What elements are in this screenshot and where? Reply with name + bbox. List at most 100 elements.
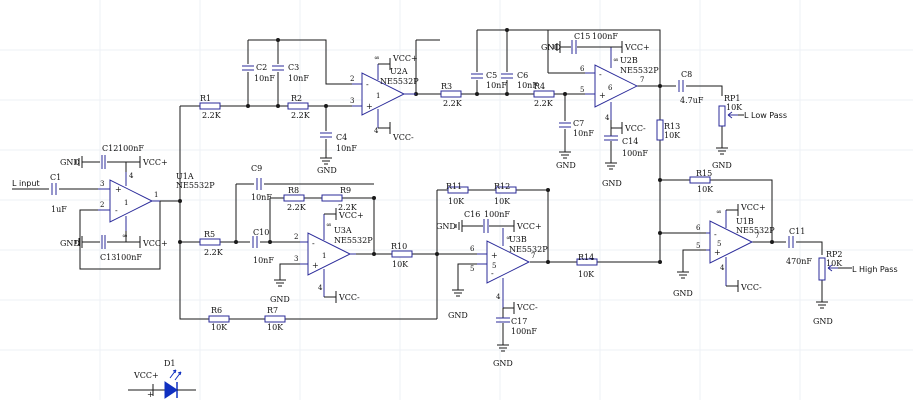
capacitor-c12[interactable]: C12 100nF — [82, 144, 144, 172]
resistor-r15[interactable]: R15 10K — [689, 169, 714, 194]
led-d1[interactable]: D1 + — [128, 359, 196, 399]
potentiometer-rp1[interactable]: RP1 10K — [718, 94, 744, 127]
port-l-input[interactable]: L input — [12, 179, 40, 188]
resistor-r1[interactable]: R1 2.2K — [199, 94, 222, 120]
c6-name: C6 — [517, 71, 528, 80]
capacitor-c6[interactable]: C6 10nF — [501, 71, 538, 90]
vcc-plus-u1b: VCC+ — [740, 203, 766, 212]
resistor-r12[interactable]: R12 10K — [494, 182, 517, 206]
gnd-rp1: GND — [712, 161, 732, 170]
vcc-plus-u1a-low: VCC+ — [142, 239, 168, 248]
capacitor-c13[interactable]: C13 100nF — [82, 231, 142, 262]
capacitor-c10[interactable]: C10 10nF — [252, 228, 274, 265]
u2b-pin-pos: 5 — [580, 86, 584, 94]
c2-name: C2 — [256, 63, 267, 72]
c4-name: C4 — [336, 133, 347, 142]
u1b-pin-neg: 6 — [696, 224, 701, 232]
capacitor-c9[interactable]: C9 10nF — [251, 164, 272, 202]
r14-name: R14 — [578, 253, 594, 262]
u1b-pin-out-inner: 5 — [717, 240, 721, 248]
potentiometer-rp2[interactable]: RP2 10K — [818, 250, 852, 281]
u2a-part: NE5532P — [380, 77, 419, 86]
u2b-pin-dual: ∞ — [613, 56, 619, 64]
u1b-name: U1B — [736, 217, 754, 226]
r1-value: 2.2K — [202, 111, 222, 120]
u2a-pin-pos: 3 — [350, 97, 354, 105]
c7-value: 10nF — [573, 129, 594, 138]
resistor-r7[interactable]: R7 10K — [264, 306, 286, 332]
resistor-r13[interactable]: R13 10K — [656, 119, 681, 141]
u3a-minus-sign: - — [312, 239, 315, 248]
capacitor-c14[interactable]: C14 100nF — [604, 120, 648, 163]
capacitor-c8[interactable]: C8 4.7uF — [678, 70, 704, 105]
resistor-r6[interactable]: R6 10K — [208, 306, 230, 332]
capacitor-c5[interactable]: C5 10nF — [471, 71, 507, 90]
u3b-pin-v: 4 — [496, 293, 501, 301]
rp2-value: 10K — [826, 259, 843, 268]
u1a-pin-v: 4 — [129, 172, 134, 180]
c5-name: C5 — [486, 71, 497, 80]
u2b-pin-neg: 6 — [580, 65, 585, 73]
port-l-high-pass-label: L High Pass — [852, 265, 898, 274]
u3a-part: NE5532P — [334, 236, 373, 245]
u1a-plus-sign: + — [115, 185, 122, 194]
c16-value: 100nF — [484, 210, 510, 219]
led-d1-plus: + — [147, 390, 154, 399]
opamp-u3b[interactable]: + - 5 6 5 7 ∞ 4 U3B NE5532P — [470, 228, 548, 308]
u2b-pin-v: 4 — [605, 114, 610, 122]
u3a-pin-pos: 3 — [294, 255, 298, 263]
rp1-value: 10K — [726, 103, 743, 112]
resistor-r11[interactable]: R11 10K — [446, 182, 469, 206]
resistor-r9[interactable]: R9 2.2K — [321, 186, 358, 212]
port-l-high-pass[interactable]: L High Pass — [852, 265, 898, 274]
r2-value: 2.2K — [291, 111, 311, 120]
u1b-pin-pos: 5 — [696, 242, 700, 250]
port-l-low-pass[interactable]: L Low Pass — [744, 111, 787, 120]
u3a-pin-out-inner: 1 — [322, 252, 326, 260]
vcc-minus-u3b: VCC- — [516, 303, 538, 312]
r11-name: R11 — [446, 182, 462, 191]
c2-value: 10nF — [254, 74, 275, 83]
gnd-u3b: GND — [448, 311, 468, 320]
resistor-r3[interactable]: R3 2.2K — [440, 82, 463, 108]
capacitor-c4[interactable]: C4 10nF — [320, 132, 357, 153]
gnd-c4: GND — [317, 166, 337, 175]
u1a-pin-out-inner: 1 — [124, 199, 128, 207]
resistor-r10[interactable]: R10 10K — [391, 242, 413, 269]
opamp-u2b[interactable]: - + 6 6 5 7 ∞ 4 U2B NE5532P — [580, 47, 659, 122]
r3-name: R3 — [441, 82, 452, 91]
resistor-r8[interactable]: R8 2.2K — [283, 186, 307, 212]
opamp-u2a[interactable]: - + 1 2 3 ∞ 4 U2A NE5532P — [350, 54, 419, 135]
r5-name: R5 — [204, 230, 215, 239]
r4-value: 2.2K — [534, 99, 554, 108]
c3-value: 10nF — [288, 74, 309, 83]
r13-value: 10K — [664, 131, 681, 140]
c4-value: 10nF — [336, 144, 357, 153]
capacitor-c16[interactable]: C16 100nF — [462, 210, 514, 233]
capacitor-c17[interactable]: C17 100nF — [496, 307, 537, 345]
capacitor-c1[interactable]: C1 1uF — [50, 173, 67, 214]
wires — [12, 29, 823, 320]
resistor-r2[interactable]: R2 2.2K — [287, 94, 311, 120]
opamp-u1a[interactable]: + - 1 3 2 1 4 ∞ U1A NE5532P — [98, 172, 215, 240]
r12-name: R12 — [494, 182, 510, 191]
c11-name: C11 — [789, 227, 805, 236]
opamp-u3a[interactable]: - + 1 2 3 ∞ 4 U3A NE5532P — [294, 214, 373, 297]
resistor-r5[interactable]: R5 2.2K — [199, 230, 224, 257]
capacitor-c15[interactable]: C15 100nF — [560, 32, 622, 54]
vcc-plus-symbols: VCC+ VCC+ VCC+ VCC+ VCC+ VCC+ VCC+ VCC+ — [133, 41, 766, 396]
gnd-c17: GND — [493, 359, 513, 368]
u1b-pin-out: 7 — [755, 232, 759, 240]
resistor-r14[interactable]: R14 10K — [576, 253, 598, 279]
gnd-c12: GND — [60, 158, 80, 167]
capacitor-c3[interactable]: C3 10nF — [272, 63, 309, 83]
opamp-u1b[interactable]: - + 5 6 5 7 ∞ 4 U1B NE5532P — [696, 208, 775, 286]
capacitor-c7[interactable]: C7 10nF — [559, 119, 594, 138]
r12-value: 10K — [494, 197, 511, 206]
capacitor-c11[interactable]: C11 470nF — [786, 227, 812, 266]
capacitor-c2[interactable]: C2 10nF — [242, 63, 275, 83]
port-l-input-label: L input — [12, 179, 40, 188]
u3b-name: U3B — [509, 235, 527, 244]
resistor-r4[interactable]: R4 2.2K — [533, 82, 555, 108]
